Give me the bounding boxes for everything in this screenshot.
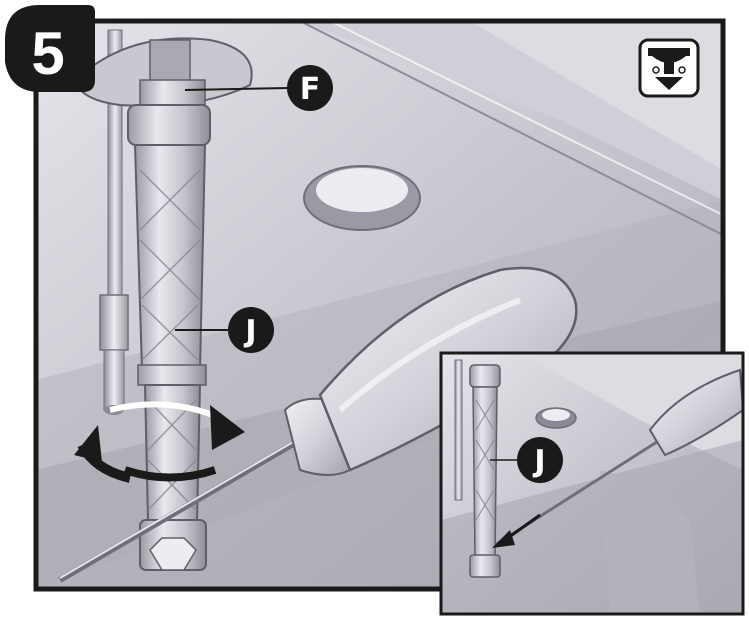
faucet-install-from-below-icon (638, 38, 700, 98)
rotate-left-arrow-icon (74, 425, 102, 462)
inset-panel (439, 351, 745, 616)
faucet-hole (303, 165, 421, 231)
step-badge: 5 (5, 5, 95, 92)
rotation-arrows (74, 401, 245, 483)
step-number: 5 (31, 20, 64, 87)
callout-J: J (228, 307, 274, 353)
callout-J-inset-label: J (532, 444, 545, 479)
callout-J-inset: J (517, 437, 563, 483)
callout-F: F (287, 65, 333, 111)
leader-line-F (184, 87, 291, 91)
callout-J-label: J (243, 314, 256, 349)
callout-F-label: F (300, 72, 321, 107)
rotate-right-arrow-icon (210, 405, 245, 450)
insert-arrow-icon (492, 530, 515, 548)
installation-tool-J (127, 104, 211, 571)
